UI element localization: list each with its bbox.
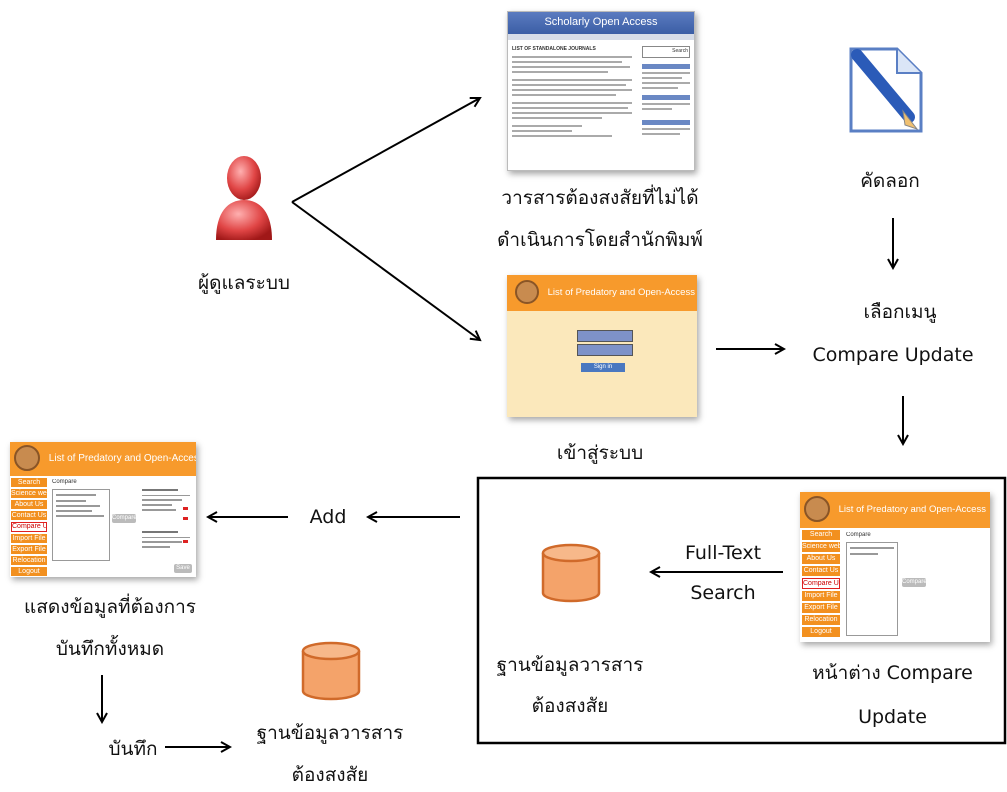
result-table-1	[142, 489, 190, 520]
show-data-label-line1: แสดงข้อมูลที่ต้องการ	[24, 596, 196, 618]
show-textarea	[52, 489, 110, 561]
copy-label: คัดลอก	[860, 170, 920, 192]
fulltext-label-line2: Search	[690, 582, 756, 604]
compare-label: Compare	[846, 532, 871, 538]
menu-import-file: Import File	[802, 591, 840, 601]
menu-relocation: Relocation	[11, 556, 47, 565]
menu-logout: Logout	[802, 627, 840, 637]
login-title: List of Predatory and Open-Access	[547, 287, 695, 298]
username-input	[577, 330, 633, 342]
menu-compare-update: Compare Update	[802, 578, 840, 589]
login-label: เข้าสู่ระบบ	[556, 442, 644, 464]
show-data-title: List of Predatory and Open-Access	[48, 453, 196, 464]
compare-window-label-line2: Update	[858, 706, 927, 728]
compare-textarea	[846, 542, 898, 636]
journal-label-line1: วารสารต้องสงสัยที่ไม่ได้	[501, 187, 699, 209]
admin-label: ผู้ดูแลระบบ	[198, 272, 290, 294]
scholarly-content: LIST OF STANDALONE JOURNALS	[512, 46, 638, 140]
database-label-line2: ต้องสงสัย	[531, 695, 609, 717]
arrow-admin-to-journal	[291, 98, 480, 203]
compare-update-screenshot: List of Predatory and Open-Access Search…	[800, 492, 990, 642]
menu-search: Search	[802, 530, 840, 540]
menu-science-website: Science website	[11, 489, 47, 498]
scholarly-heading: LIST OF STANDALONE JOURNALS	[512, 46, 596, 52]
login-screenshot: List of Predatory and Open-Access Sign i…	[507, 275, 697, 417]
menu-compare-update: Compare Update	[11, 522, 47, 532]
show-compare-button: Compare	[112, 514, 137, 523]
scholarly-screenshot: Scholarly Open Access LIST OF STANDALONE…	[507, 11, 695, 171]
result-table-2	[142, 531, 190, 551]
password-input	[577, 344, 633, 356]
university-logo-icon	[14, 445, 40, 472]
edit-document-icon	[849, 47, 923, 133]
database2-label-line2: ต้องสงสัย	[291, 764, 369, 786]
database2-label-line1: ฐานข้อมูลวารสาร	[256, 722, 404, 744]
compare-button: Compare	[902, 578, 927, 587]
database-icon	[301, 641, 361, 701]
menu-contact-us: Contact Us	[802, 566, 840, 576]
menu-logout: Logout	[11, 567, 47, 576]
menu-about-us: About Us	[11, 500, 47, 509]
journal-label-line2: ดำเนินการโดยสำนักพิมพ์	[497, 229, 703, 251]
menu-search: Search	[11, 478, 47, 487]
fulltext-label-line1: Full-Text	[684, 542, 762, 564]
menu-science-website: Science website	[802, 542, 840, 552]
show-data-label-line2: บันทึกทั้งหมด	[55, 638, 165, 660]
university-logo-icon	[804, 496, 830, 523]
scholarly-search-button: Search	[672, 48, 688, 54]
arrow-admin-to-login	[291, 201, 480, 340]
scholarly-title: Scholarly Open Access	[508, 12, 694, 34]
save-label: บันทึก	[108, 738, 158, 760]
save-button: Save	[174, 564, 192, 573]
database-label-line1: ฐานข้อมูลวารสาร	[496, 654, 644, 676]
show-compare-label: Compare	[52, 479, 77, 485]
database-icon	[541, 543, 601, 603]
menu-export-file: Export File	[802, 603, 840, 613]
compare-title: List of Predatory and Open-Access	[838, 504, 986, 515]
menu-about-us: About Us	[802, 554, 840, 564]
menu-export-file: Export File	[11, 545, 47, 554]
menu-contact-us: Contact Us	[11, 511, 47, 520]
menu-import-file: Import File	[11, 534, 47, 543]
university-logo-icon	[515, 280, 539, 305]
menu-relocation: Relocation	[802, 615, 840, 625]
add-label: Add	[309, 506, 347, 528]
scholarly-sidebar: Search	[642, 46, 690, 164]
signin-button: Sign in	[581, 363, 625, 372]
user-icon	[216, 156, 272, 240]
show-data-screenshot: List of Predatory and Open-Access Search…	[10, 442, 196, 577]
compare-group-box	[476, 476, 1007, 745]
select-menu-label-line1: เลือกเมนู	[863, 301, 937, 323]
select-menu-label-line2: Compare Update	[812, 344, 974, 366]
compare-window-label-line1: หน้าต่าง Compare	[812, 662, 973, 684]
